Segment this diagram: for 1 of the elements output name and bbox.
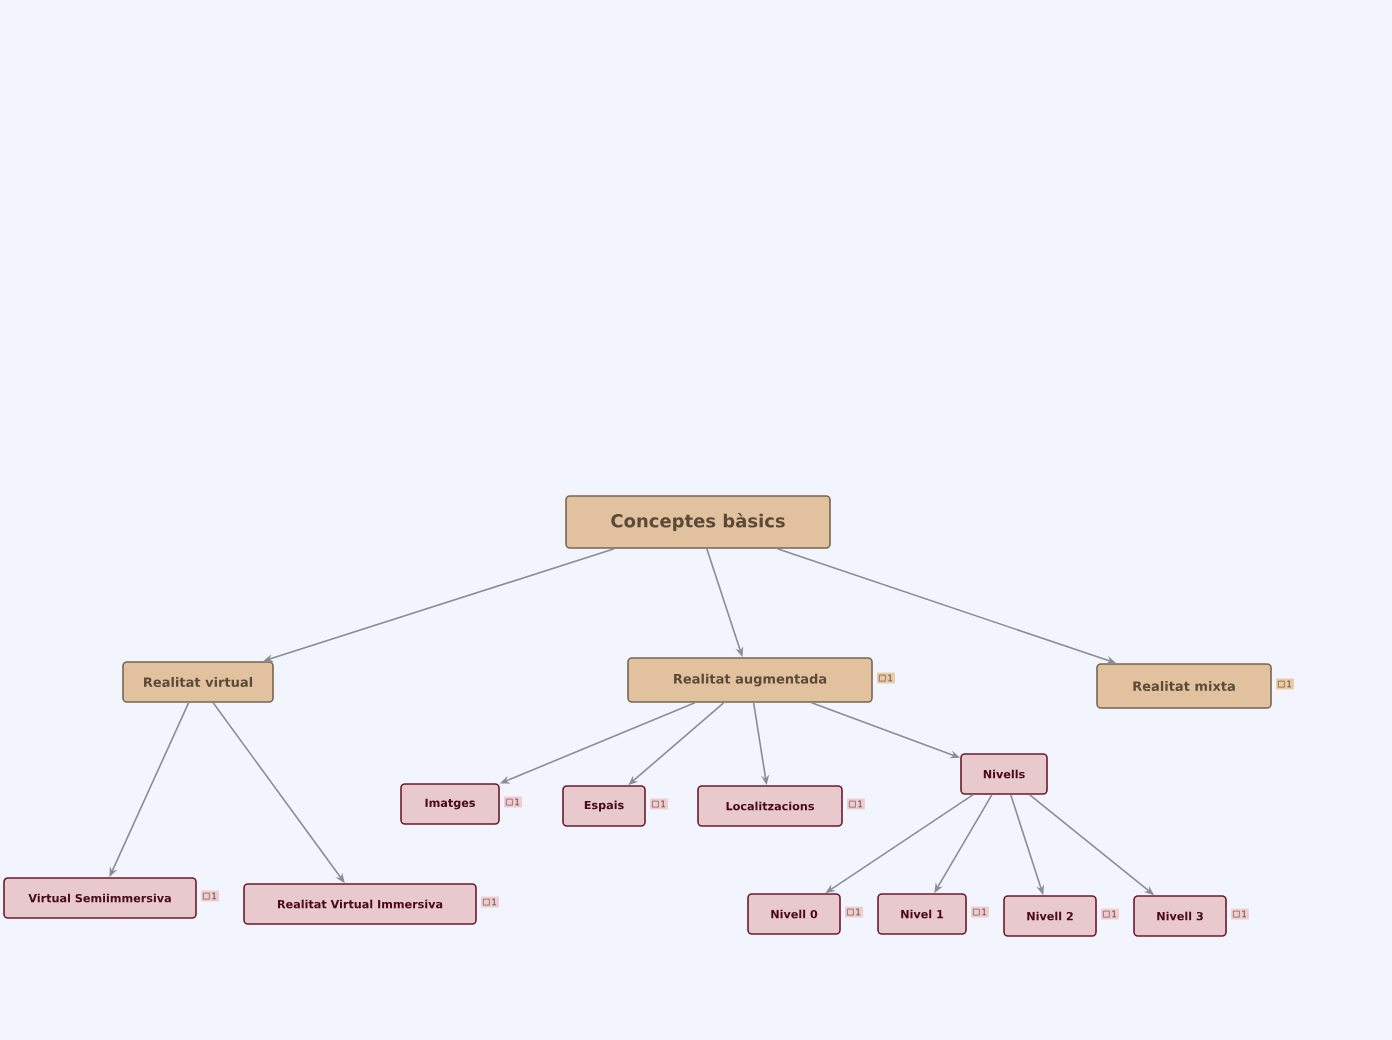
concept-box: Conceptes bàsics xyxy=(565,495,831,549)
